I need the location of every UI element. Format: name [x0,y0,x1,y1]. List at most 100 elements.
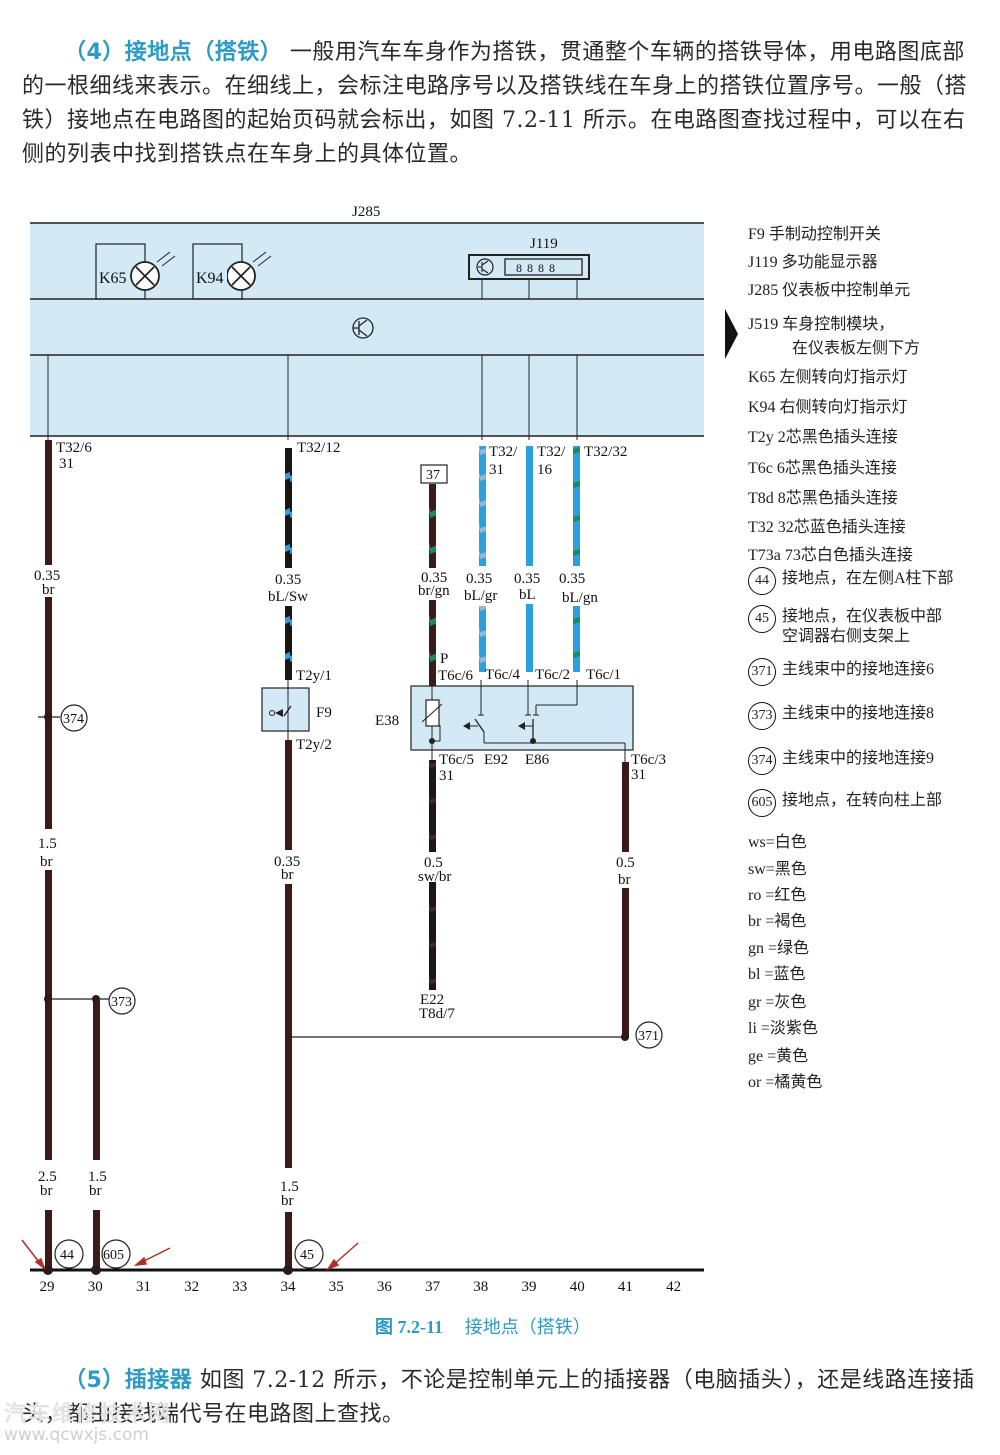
wire-size-label: 1.5 [280,1179,299,1195]
wire-color-label: br [40,854,53,870]
path-number: 29 [40,1279,55,1295]
color-code: gr =灰色 [748,994,807,1011]
path-number: 33 [232,1279,247,1295]
path-number: 34 [281,1279,297,1295]
path-number: 31 [136,1279,151,1295]
wire-color-label: br [40,1183,53,1199]
switch-pin-top: T2y/1 [296,668,332,684]
wire-size-label: 1.5 [88,1169,107,1185]
wire-size-label: 0.35 [275,572,301,588]
legend-item: F9 手制动控制开关 [748,226,881,243]
watermark: 汽车维修技术网 www.qcwxjs.com [4,1404,172,1446]
sensor-e92-label: E92 [484,752,508,768]
wire-size-label: 0.35 [466,571,492,587]
e22-pin: T8d/7 [419,1006,455,1022]
legend-ground-605: 605 接地点，在转向柱上部 [748,789,942,817]
sensor-block [410,680,634,762]
lamp-k65-label: K65 [99,270,127,287]
color-code: ws=白色 [748,834,807,851]
legend-item: J519 车身控制模块， [748,316,895,333]
wire-column-30 [93,1000,100,1160]
legend-item: J285 仪表板中控制单元 [748,282,911,299]
legend-ground-371: 371 主线束中的接地连接6 [748,658,934,686]
path-number: 35 [329,1279,344,1295]
wire-size-label: 0.35 [514,571,540,587]
sensor-pin: T6c/1 [586,667,621,683]
legend-ground-desc: 接地点，在左侧A柱下部 [782,570,954,587]
section5-body: 如图 7.2-12 所示，不论是控制单元上的插接器（电脑插头），还是线路连接插头… [22,1368,975,1427]
color-code: ro =红色 [748,887,807,904]
switch-f9 [261,680,310,742]
ground-point-373 [108,987,136,1015]
path-number: 30 [88,1279,103,1295]
wire-size-label: 0.35 [274,854,300,870]
figure-caption: 图 7.2-11 接地点（搭铁） [375,1313,591,1339]
switch-label: F9 [316,705,332,721]
wire-color-label: bL/gn [562,590,598,606]
wire-bl-gr [479,446,486,566]
path-number: 32 [184,1279,199,1295]
wire-bl-gn-lower [573,606,580,672]
display-j119: J119 8888 [468,236,590,299]
color-code: sw=黑色 [748,861,807,878]
wire-size-label: 0.35 [559,571,585,587]
intro-paragraph: （4）接地点（搭铁） 一般用汽车车身作为搭铁，贯通整个车辆的搭铁导体，用电路图底… [22,36,982,172]
ground-point-label: 371 [638,1029,659,1044]
legend-item: K94 右侧转向灯指示灯 [748,399,908,416]
watermark-url: www.qcwxjs.com [4,1425,149,1445]
ground-point-605 [101,1239,131,1269]
ground-point-icon: 605 [748,789,776,817]
intro-heading: （4）接地点（搭铁） [64,40,283,65]
intro-body: 一般用汽车车身作为搭铁，贯通整个车辆的搭铁导体，用电路图底部的一根细线来表示。在… [22,40,968,167]
legend-ground-desc: 主线束中的接地连接6 [782,661,935,678]
path-number: 40 [570,1279,585,1295]
wire-column-34 [285,448,292,1272]
wire-bl [526,446,533,566]
ground-point-icon: 371 [748,658,776,686]
legend-ground-desc: 接地点，在转向柱上部 [782,792,943,809]
wire-color-label: sw/br [418,869,451,885]
connector-t32-12: T32/12 [297,440,340,456]
pin-number: 16 [537,462,553,478]
sensor-e86-label: E86 [525,752,550,768]
legend-item: T73a 73芯白色插头连接 [748,547,913,564]
legend-ground-373: 373 主线束中的接地连接8 [748,702,934,730]
wire-bl-gr-lower [479,606,486,672]
switch-pin-bottom: T2y/2 [296,737,332,753]
wire-color-label: bL/gr [464,588,497,604]
ground-point-icon: 45 [748,605,776,633]
wire-size-label: 0.35 [421,570,447,586]
legend-item: K65 左侧转向灯指示灯 [748,369,908,386]
sensor-pin: T6c/3 [631,752,666,768]
display-label: J119 [530,236,558,252]
ground-point-374 [60,704,88,732]
legend-item: T6c 6芯黑色插头连接 [748,460,897,477]
wire-size-label: 0.5 [424,855,443,871]
sensor-p-label: P [440,651,448,667]
path-number: 37 [425,1279,441,1295]
ground-point-label: 605 [103,1248,124,1263]
reference-box-37 [420,464,448,484]
lamp-k94-label: K94 [196,270,224,287]
wire-br-gn-lower [429,600,436,686]
sensor-pin: T6c/6 [438,668,473,684]
legend-ground-44: 44 接地点，在左侧A柱下部 [748,567,954,595]
pin-number: 31 [439,768,454,784]
ground-point-45 [294,1239,324,1269]
color-code: gn =绿色 [748,940,810,957]
ground-point-44 [54,1239,84,1269]
legend-item: T2y 2芯黑色插头连接 [748,429,898,446]
color-code: li =淡紫色 [748,1020,818,1037]
legend-ground-desc: 接地点，在仪表板中部 空调器右侧支架上 [782,605,942,647]
path-number: 41 [618,1279,633,1295]
sensor-e38-label: E38 [375,713,399,729]
pin-number: 31 [489,462,504,478]
continue-arrow-icon [725,309,738,359]
transistor-icon [352,317,374,339]
wire-bl-gn [573,446,580,566]
wire-br-41-lower [622,888,629,1038]
section5-heading: （5）插接器 [64,1368,193,1393]
light-rays-icon [156,251,176,267]
wiring-diagram: J285 K65 K94 J119 8888 [21,204,738,1295]
connector-t32-31: T32/ [489,444,518,460]
